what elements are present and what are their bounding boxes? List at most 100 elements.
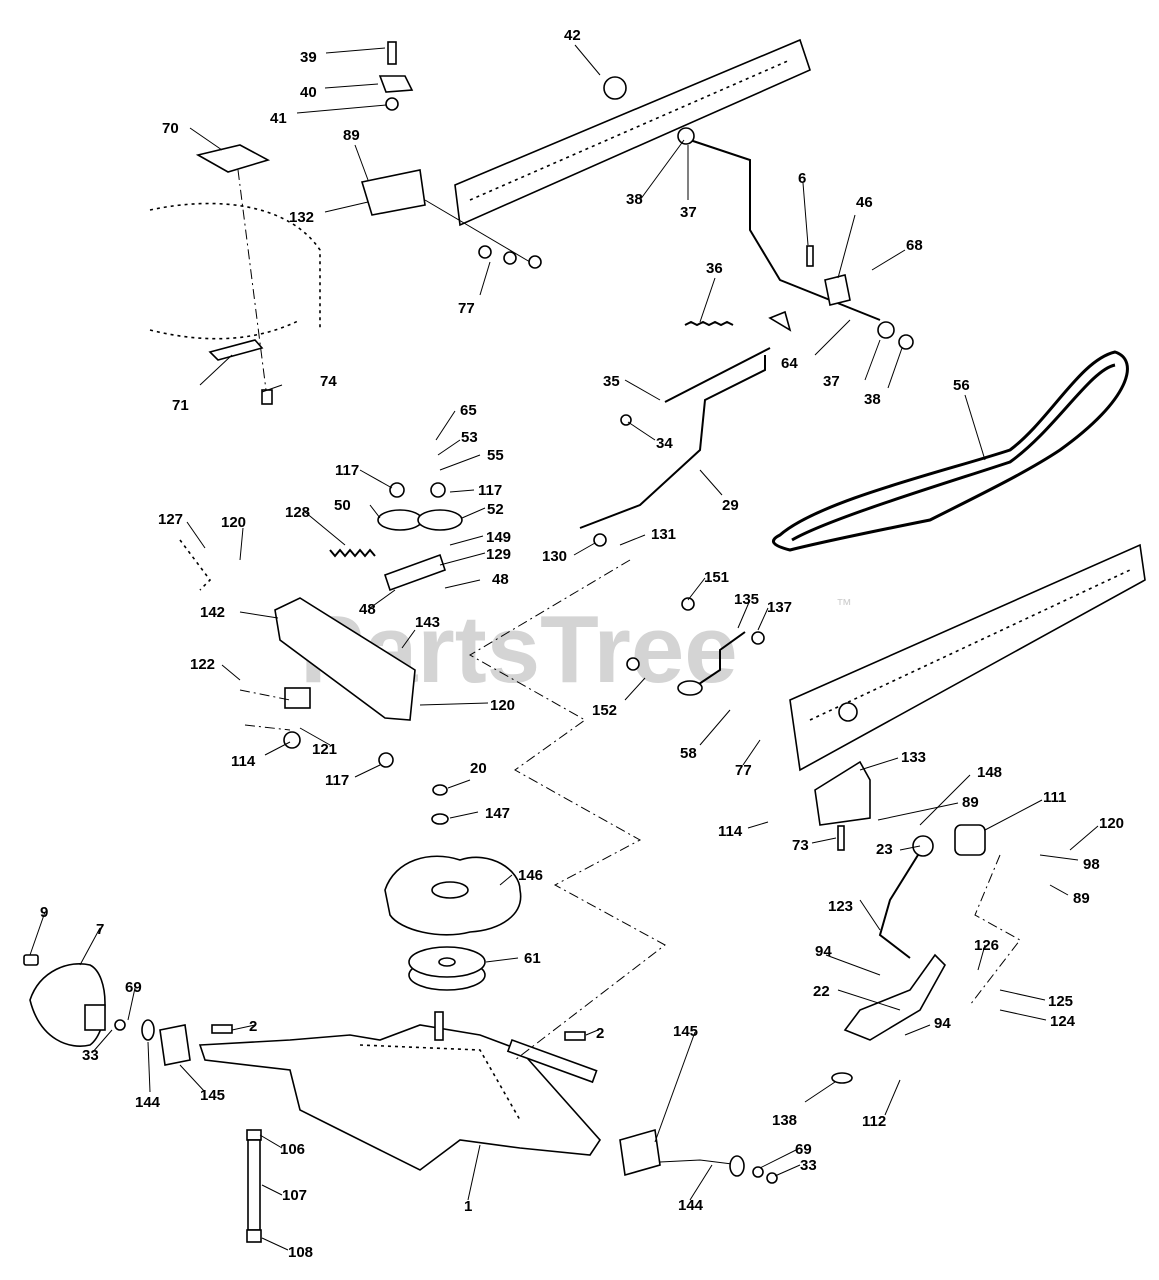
label-41: 41 — [270, 110, 287, 127]
bracket-132 — [360, 169, 426, 216]
label-22: 22 — [813, 983, 830, 1000]
label-40: 40 — [300, 84, 317, 101]
idler-bracket — [179, 482, 463, 768]
label-122: 122 — [190, 656, 215, 673]
washer-147 — [431, 813, 449, 825]
label-23: 23 — [876, 841, 893, 858]
label-107: 107 — [282, 1187, 307, 1204]
bracket-133 — [814, 760, 871, 826]
cooling-fan — [384, 855, 522, 936]
label-94b: 94 — [934, 1015, 951, 1032]
label-138: 138 — [772, 1112, 797, 1129]
label-9: 9 — [40, 904, 48, 921]
bolt-9 — [23, 954, 39, 966]
drive-belt — [772, 350, 1129, 552]
label-73: 73 — [792, 837, 809, 854]
label-77b: 77 — [735, 762, 752, 779]
label-37b: 37 — [823, 373, 840, 390]
fender-part — [149, 144, 321, 405]
label-145a: 145 — [200, 1087, 225, 1104]
bracket-145-left — [159, 1024, 191, 1066]
shift-linkage — [626, 597, 765, 696]
label-69a: 69 — [125, 979, 142, 996]
label-68: 68 — [906, 237, 923, 254]
lower-frame-rail — [789, 543, 1146, 772]
label-37a: 37 — [680, 204, 697, 221]
shift-lever — [831, 835, 946, 1084]
label-108: 108 — [288, 1244, 313, 1261]
label-117a: 117 — [335, 462, 359, 479]
nut-20 — [432, 784, 448, 796]
label-147: 147 — [485, 805, 510, 822]
label-126: 126 — [974, 937, 999, 954]
label-61: 61 — [524, 950, 541, 967]
label-6: 6 — [798, 170, 806, 187]
label-125: 125 — [1048, 993, 1073, 1010]
label-124: 124 — [1050, 1013, 1076, 1030]
label-117c: 117 — [325, 772, 349, 789]
label-48b: 48 — [359, 601, 376, 618]
upper-frame-rail — [454, 38, 811, 227]
watermark-trademark: ™ — [836, 597, 852, 614]
label-152: 152 — [592, 702, 617, 719]
label-39: 39 — [300, 49, 317, 66]
label-137: 137 — [767, 599, 792, 616]
label-53: 53 — [461, 429, 478, 446]
label-70: 70 — [162, 120, 179, 137]
bracket-46 — [824, 274, 851, 306]
label-120b: 120 — [490, 697, 515, 714]
assembly-centerlines — [239, 559, 1021, 1061]
label-123: 123 — [828, 898, 853, 915]
label-74: 74 — [320, 373, 337, 390]
label-135: 135 — [734, 591, 759, 608]
label-71: 71 — [172, 397, 189, 414]
label-55: 55 — [487, 447, 504, 464]
key-2-right — [564, 1031, 586, 1041]
label-144b: 144 — [678, 1197, 704, 1214]
fender-centerline — [237, 169, 267, 391]
key-2-left — [211, 1024, 233, 1034]
label-120a: 120 — [221, 514, 246, 531]
label-121: 121 — [312, 741, 337, 758]
label-120c: 120 — [1099, 815, 1124, 832]
label-111: 111 — [1043, 789, 1066, 806]
label-146: 146 — [518, 867, 543, 884]
label-65: 65 — [460, 402, 477, 419]
label-48a: 48 — [492, 571, 509, 588]
label-2a: 2 — [249, 1018, 257, 1035]
label-77a: 77 — [458, 300, 475, 317]
transaxle — [198, 1011, 602, 1171]
label-114b: 114 — [718, 823, 743, 840]
label-38a: 38 — [626, 191, 643, 208]
label-143: 143 — [415, 614, 440, 631]
label-106: 106 — [280, 1141, 305, 1158]
shift-rod — [689, 139, 881, 321]
label-42: 42 — [564, 27, 581, 44]
label-1: 1 — [464, 1198, 472, 1215]
bushing-111 — [954, 824, 986, 856]
label-89c: 89 — [1073, 890, 1090, 907]
label-127: 127 — [158, 511, 183, 528]
bracket-145-right — [619, 1128, 661, 1177]
rod-107 — [246, 1129, 262, 1243]
label-36: 36 — [706, 260, 723, 277]
label-130: 130 — [542, 548, 567, 565]
label-98: 98 — [1083, 856, 1100, 873]
label-64: 64 — [781, 355, 798, 372]
label-56: 56 — [953, 377, 970, 394]
label-7: 7 — [96, 921, 104, 938]
label-145b: 145 — [673, 1023, 698, 1040]
rod-29 — [579, 355, 766, 529]
label-52: 52 — [487, 501, 504, 518]
label-33b: 33 — [800, 1157, 817, 1174]
label-112: 112 — [862, 1113, 886, 1130]
label-46: 46 — [856, 194, 873, 211]
label-58: 58 — [680, 745, 697, 762]
label-131: 131 — [651, 526, 676, 543]
drive-pulley — [408, 946, 486, 991]
label-128: 128 — [285, 504, 310, 521]
label-117b: 117 — [478, 482, 502, 499]
label-2b: 2 — [596, 1025, 604, 1042]
label-34: 34 — [656, 435, 673, 452]
